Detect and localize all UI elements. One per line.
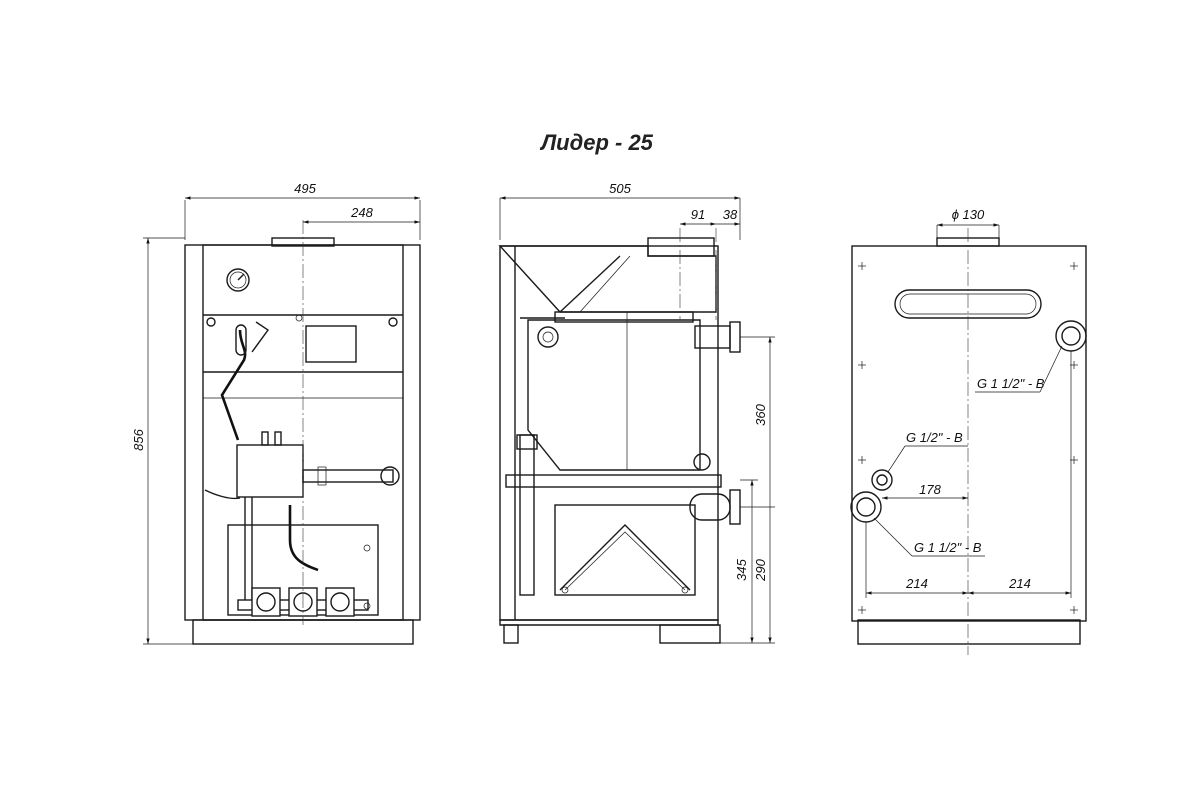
upper-return-pipe: [1055, 320, 1087, 352]
side-dim-91-label: 91: [691, 207, 705, 222]
rear-flue-diameter-label: ϕ 130: [952, 207, 985, 222]
side-bottom-height-label: 345: [734, 558, 749, 580]
burner-nozzles: [237, 587, 369, 617]
front-view: 495 248 856: [131, 181, 421, 645]
drawing-title: Лидер - 25: [539, 130, 654, 155]
rear-offset-label: 178: [919, 482, 941, 497]
rear-right-span-label: 214: [1008, 576, 1031, 591]
side-top-outlet-height-label: 360: [753, 403, 768, 425]
side-depth-label: 505: [609, 181, 631, 196]
rear-left-span-label: 214: [905, 576, 928, 591]
pressure-gauge-icon: [226, 268, 250, 292]
front-width-label: 495: [294, 181, 316, 196]
rear-lower-pipe-label: G 1 1/2" - B: [914, 540, 982, 555]
lower-supply-pipe: [850, 491, 882, 523]
side-lower-outlet-height-label: 290: [753, 558, 768, 581]
rear-mid-pipe-label: G 1/2" - B: [906, 430, 963, 445]
gas-inlet-pipe: [871, 469, 893, 491]
front-half-width-label: 248: [350, 205, 373, 220]
rear-view: ϕ 130 G 1 1/2" - B G 1/2" - B G 1 1/2" -…: [850, 207, 1087, 655]
rear-upper-pipe-label: G 1 1/2" - B: [977, 376, 1045, 391]
side-dim-38-label: 38: [723, 207, 738, 222]
front-height-label: 856: [131, 428, 146, 450]
side-view: 505 91 38 360 290 345: [498, 181, 775, 644]
